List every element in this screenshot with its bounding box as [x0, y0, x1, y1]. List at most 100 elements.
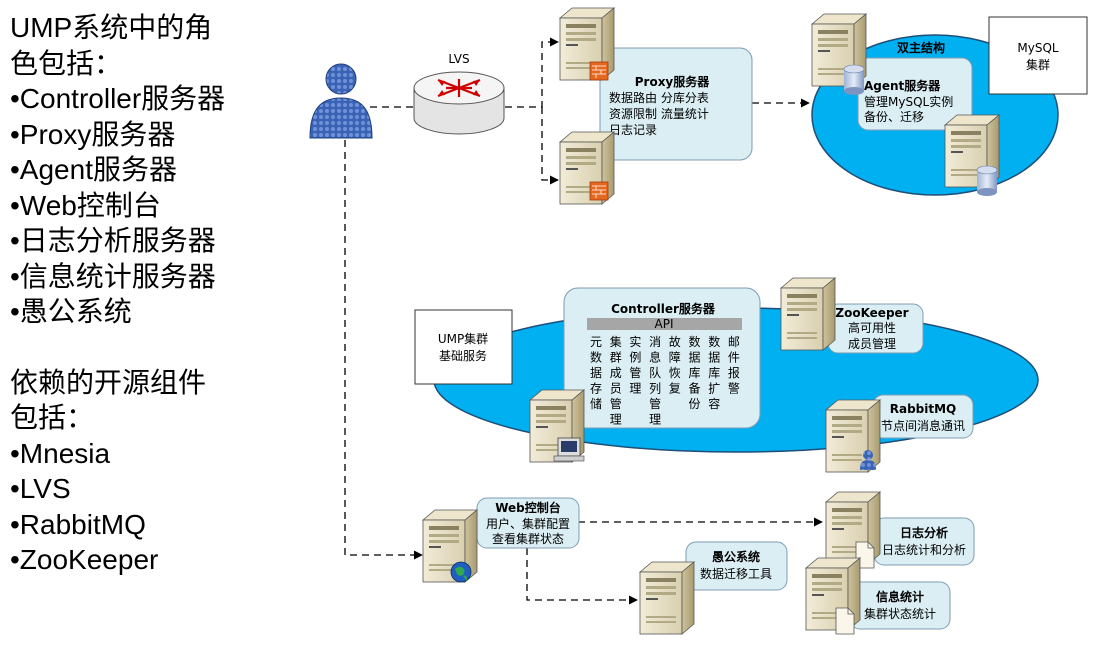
lvs-to-proxy2-line [541, 107, 559, 185]
connectors [344, 37, 823, 605]
controller-function-char: 障 [669, 350, 681, 365]
dep-item: •Mnesia [10, 437, 111, 469]
master-master-title: 双主结构 [897, 40, 945, 55]
controller-function-char: 据 [708, 351, 720, 365]
agent-server-2-icon [944, 114, 1000, 197]
web-to-yugong-line [526, 548, 638, 605]
agent-server-1-icon [811, 13, 867, 96]
agent-desc-line: 备份、迁移 [864, 110, 924, 124]
log-server-icon [825, 491, 881, 569]
controller-function-char: 例 [629, 351, 641, 365]
agent-title: Agent服务器 [864, 78, 941, 93]
controller-function-char: 备 [688, 382, 700, 396]
proxy-desc-line: 日志记录 [609, 123, 657, 137]
zookeeper-title: ZooKeeper [835, 306, 908, 320]
role-item: •Proxy服务器 [10, 118, 176, 150]
controller-function-char: 理 [649, 413, 661, 427]
log-analysis-title: 日志分析 [900, 525, 948, 540]
ump-base-line: 基础服务 [439, 348, 487, 363]
dep-item: •RabbitMQ [10, 508, 146, 540]
controller-function-char: 理 [610, 413, 622, 427]
controller-function-char: 元 [590, 335, 602, 349]
controller-function-char: 集 [610, 334, 622, 349]
controller-function-char: 故 [669, 334, 681, 349]
controller-function-char: 息 [649, 350, 661, 365]
dep-item: •ZooKeeper [10, 544, 159, 575]
lvs-to-proxy1-line [505, 37, 559, 108]
roles-heading-line2: 色包括： [10, 47, 123, 79]
controller-function-char: 管 [649, 396, 661, 411]
agent-desc-line: 管理MySQL实例 [864, 94, 953, 109]
zookeeper-server-icon [780, 277, 836, 351]
zookeeper-desc-line: 成员管理 [848, 336, 896, 351]
roles-heading-line1: UMP系统中的角 [10, 12, 213, 43]
web-server-icon [422, 509, 478, 583]
controller-function-char: 管 [629, 365, 641, 380]
zookeeper-desc-line: 高可用性 [848, 320, 896, 335]
controller-function-char: 容 [708, 396, 720, 411]
role-item: •Agent服务器 [10, 154, 177, 185]
mysql-cluster-line: 集群 [1026, 57, 1050, 72]
web-console-title: Web控制台 [495, 500, 561, 515]
controller-function-char: 实 [629, 334, 641, 349]
user-to-web-line [344, 140, 423, 560]
role-item: •Controller服务器 [10, 83, 226, 114]
controller-function-char: 据 [688, 351, 700, 365]
deps-heading-line1: 依赖的开源组件 [10, 366, 207, 398]
controller-function-char: 数 [708, 334, 720, 349]
web-console-desc-line: 用户、集群配置 [486, 516, 570, 531]
controller-function-char: 据 [590, 366, 602, 380]
stats-desc-line: 集群状态统计 [864, 606, 936, 621]
stats-title: 信息统计 [876, 589, 924, 604]
yugong-title: 愚公系统 [712, 549, 760, 564]
web-console-desc-line: 查看集群状态 [492, 531, 564, 546]
proxy-server-1-icon [559, 7, 615, 81]
stats-server-icon [805, 557, 861, 635]
controller-function-char: 队 [649, 365, 661, 380]
controller-function-char: 管 [610, 396, 622, 411]
controller-function-char: 储 [590, 396, 602, 411]
yugong-desc-line: 数据迁移工具 [700, 566, 772, 581]
controller-function-char: 报 [728, 365, 740, 380]
rabbitmq-title: RabbitMQ [890, 402, 957, 416]
controller-function-char: 扩 [708, 382, 720, 396]
controller-function-char: 列 [649, 382, 661, 396]
lvs-router-icon [413, 71, 505, 135]
mysql-cluster-box [988, 16, 1088, 95]
controller-title: Controller服务器 [611, 301, 716, 316]
user-icon [309, 63, 373, 139]
controller-function-char: 群 [610, 351, 622, 365]
left-text-panel: UMP系统中的角 色包括： •Controller服务器 •Proxy服务器 •… [10, 10, 310, 578]
proxy-server-2-icon [559, 131, 615, 205]
controller-function-char: 库 [708, 365, 720, 380]
controller-server-icon [529, 389, 585, 463]
controller-function-char: 库 [688, 365, 700, 380]
controller-function-char: 邮 [728, 335, 740, 349]
yugong-server-icon [639, 561, 695, 635]
ump-base-services-box [414, 309, 513, 385]
proxy-box [599, 47, 753, 161]
role-item: •愚公系统 [10, 296, 132, 327]
controller-function-char: 数 [688, 334, 700, 349]
controller-function-char: 员 [610, 382, 622, 396]
role-item: •信息统计服务器 [10, 260, 216, 292]
rabbitmq-server-icon [825, 399, 881, 473]
controller-function-char: 警 [728, 381, 740, 396]
dep-item: •LVS [10, 473, 71, 504]
controller-function-char: 份 [688, 397, 700, 411]
api-label: API [655, 317, 674, 331]
lvs-label: LVS [448, 52, 469, 66]
deps-heading-line2: 包括： [10, 402, 95, 433]
ump-base-line: UMP集群 [438, 331, 488, 346]
controller-function-char: 件 [728, 351, 740, 365]
api-bar [587, 318, 742, 330]
controller-function-char: 成 [610, 366, 622, 380]
controller-function-char: 复 [669, 382, 681, 396]
controller-function-char: 存 [590, 382, 602, 396]
controller-function-char: 恢 [669, 366, 681, 380]
role-item: •Web控制台 [10, 189, 161, 221]
proxy-desc-line: 资源限制 流量统计 [609, 107, 709, 121]
controller-function-char: 消 [649, 335, 661, 349]
